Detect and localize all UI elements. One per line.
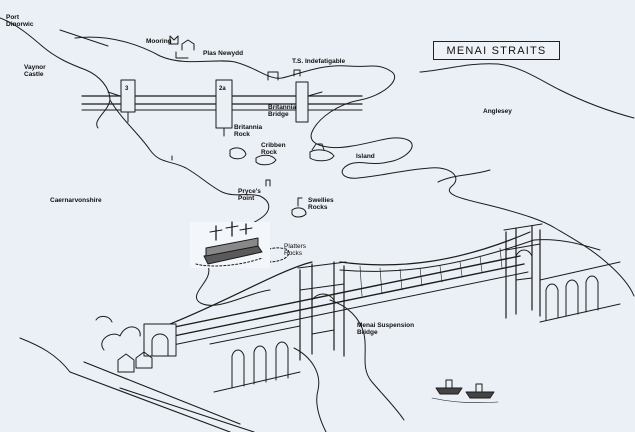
ship-illustration xyxy=(190,221,270,268)
label-caernarvonshire: Caernarvonshire xyxy=(50,197,102,204)
pier-number-left: 3 xyxy=(125,86,129,92)
ts-indefatigable-building xyxy=(267,69,301,81)
village-houses xyxy=(95,315,153,373)
tugboats xyxy=(431,379,499,404)
label-mooring: Mooring xyxy=(146,38,172,45)
plas-newydd-buildings xyxy=(169,35,195,59)
caernarvonshire-coastline xyxy=(109,99,270,239)
label-port-dinorwic: Port Dinorwic xyxy=(6,14,34,28)
label-cribben-rock: Cribben Rock xyxy=(261,142,286,156)
anglesey-coastline xyxy=(74,36,635,297)
cribben-rock xyxy=(255,154,277,166)
label-pryces-point: Pryce's Point xyxy=(238,188,261,202)
label-swellies-rocks: Swellies Rocks xyxy=(308,197,334,211)
island-rock xyxy=(309,149,335,162)
label-platters-rocks: Platters Rocks xyxy=(284,243,307,257)
label-ts-indefatigable: T.S. Indefatigable xyxy=(292,58,346,65)
map-title-box: MENAI STRAITS xyxy=(433,41,560,60)
pier-number-right: 2a xyxy=(219,86,226,92)
label-plas-newydd: Plas Newydd xyxy=(203,50,244,57)
menai-suspension-bridge xyxy=(143,223,621,393)
pryces-point-marker xyxy=(265,179,271,187)
label-britannia-bridge: Britannia Bridge xyxy=(268,104,297,118)
swellies-rocks xyxy=(291,207,307,218)
britannia-rock xyxy=(229,147,247,160)
map-title: MENAI STRAITS xyxy=(446,44,547,57)
label-island: Island xyxy=(356,153,375,160)
label-menai-suspension-bridge: Menai Suspension Bridge xyxy=(357,322,415,336)
label-britannia-rock: Britannia Rock xyxy=(234,124,263,138)
anglesey-inner-shore xyxy=(419,63,635,119)
britannia-bridge xyxy=(81,79,363,137)
label-vaynor-castle: Vaynor Castle xyxy=(24,64,46,78)
label-anglesey: Anglesey xyxy=(483,108,512,115)
port-dinorwic-shore xyxy=(0,17,111,129)
